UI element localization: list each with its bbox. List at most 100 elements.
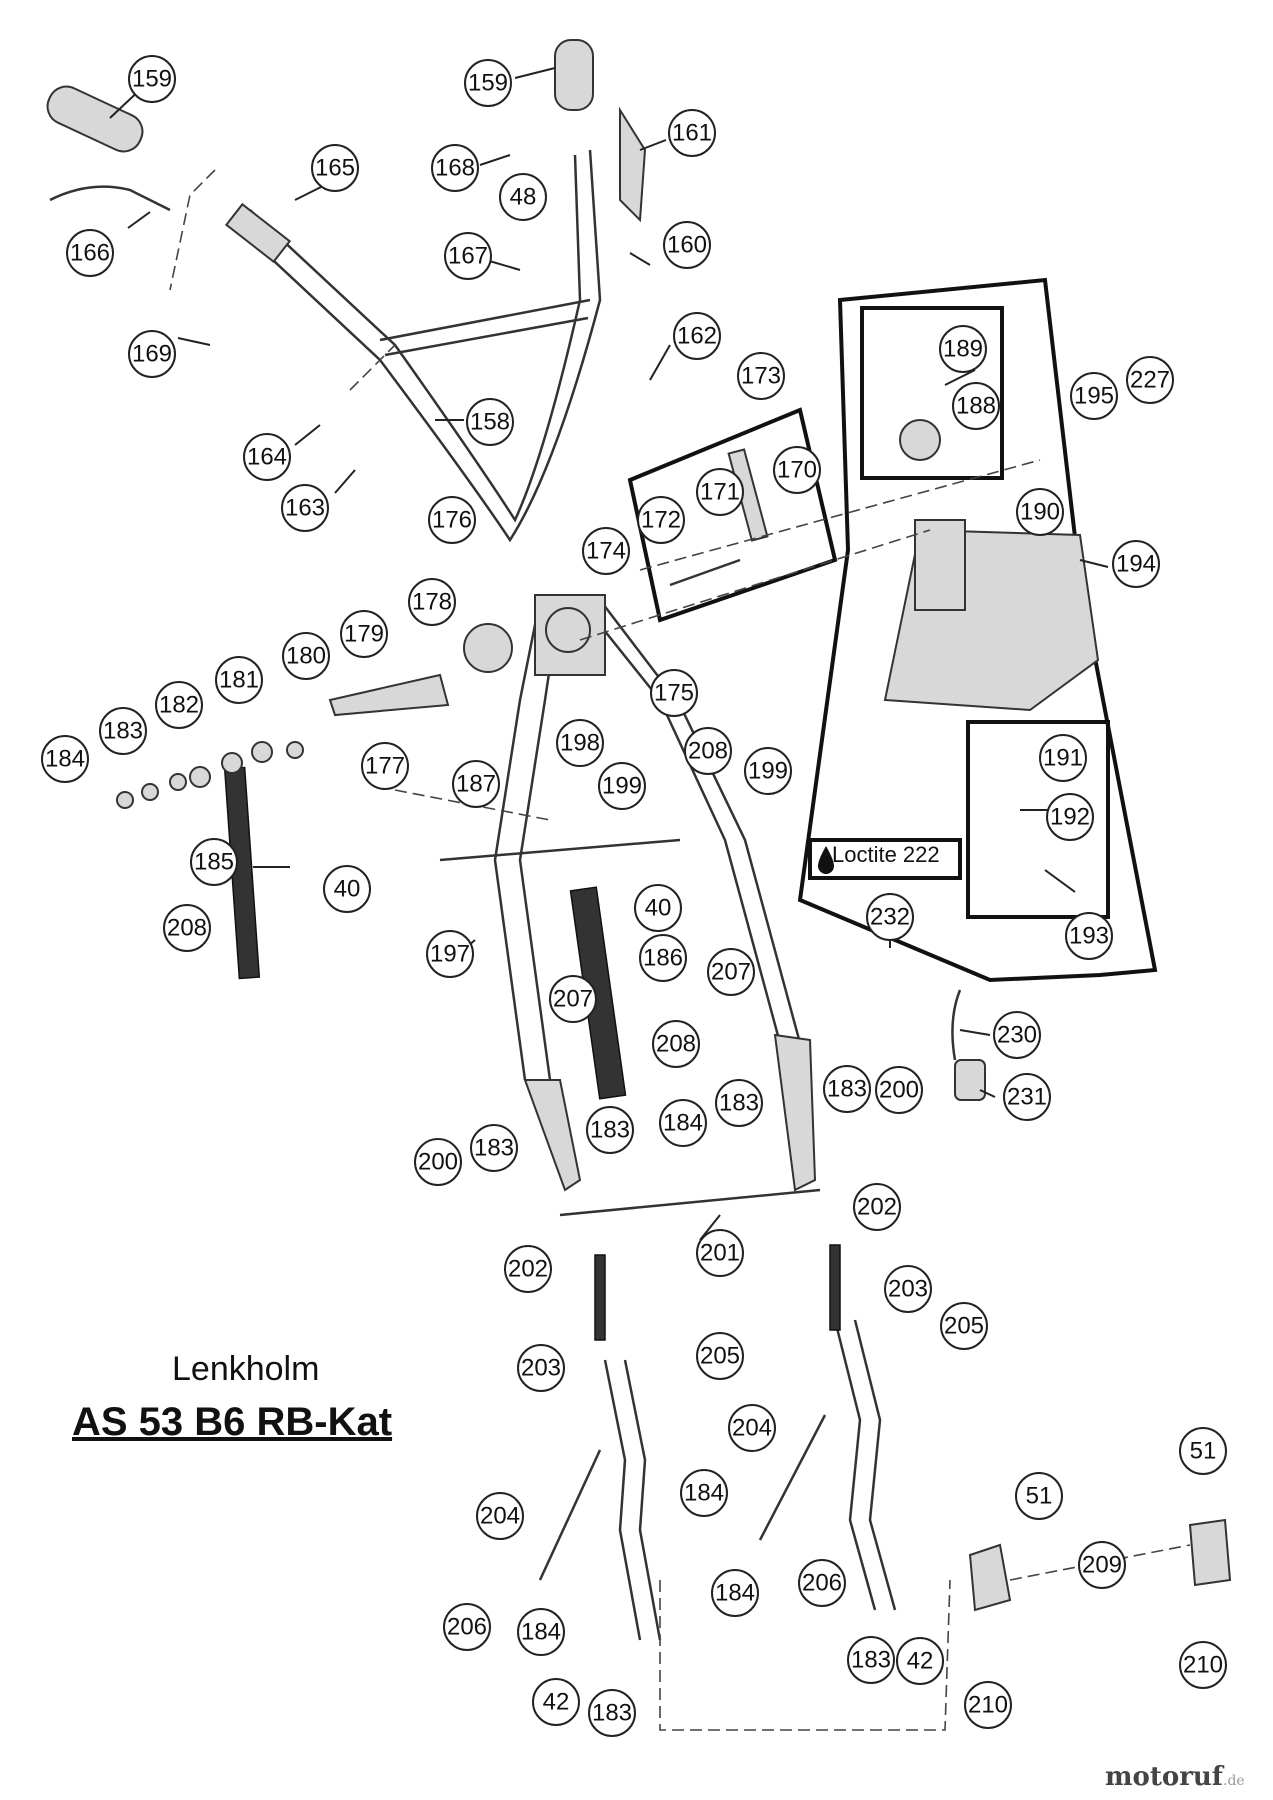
callout: 51 [1179,1427,1227,1475]
callout: 194 [1112,540,1160,588]
svg-text:232: 232 [870,904,910,931]
svg-text:183: 183 [592,1700,632,1727]
svg-text:185: 185 [194,849,234,876]
svg-text:192: 192 [1050,804,1090,831]
grips-levers [46,39,647,223]
svg-text:205: 205 [700,1343,740,1370]
callout: 159 [464,59,512,107]
svg-text:203: 203 [888,1276,928,1303]
svg-text:165: 165 [315,155,355,182]
svg-text:160: 160 [667,232,707,259]
svg-text:166: 166 [70,240,110,267]
handlebar-frame [224,149,602,543]
svg-text:206: 206 [447,1614,487,1641]
svg-text:169: 169 [132,341,172,368]
svg-text:168: 168 [435,155,475,182]
svg-text:51: 51 [1026,1483,1053,1510]
callout: 184 [659,1099,707,1147]
loctite-label: Loctite 222 [808,842,940,868]
callout: 183 [586,1106,634,1154]
callout: 185 [190,838,238,886]
springs [223,766,841,1341]
svg-text:176: 176 [432,507,472,534]
svg-text:208: 208 [656,1031,696,1058]
callout: 167 [444,232,492,280]
callout: 183 [588,1689,636,1737]
svg-text:194: 194 [1116,551,1156,578]
callout: 202 [853,1183,901,1231]
svg-text:162: 162 [677,323,717,350]
svg-text:40: 40 [334,876,361,903]
svg-text:181: 181 [219,667,259,694]
svg-text:208: 208 [688,738,728,765]
callout: 163 [281,484,329,532]
callout: 183 [715,1079,763,1127]
callout: 195 [1070,372,1118,420]
callout: 164 [243,433,291,481]
watermark-tld: .de [1223,1773,1245,1789]
svg-text:158: 158 [470,409,510,436]
callout: 159 [128,55,176,103]
callout: 207 [707,948,755,996]
callout: 182 [155,681,203,729]
callout: 206 [443,1603,491,1651]
callout: 178 [408,578,456,626]
callout: 188 [952,382,1000,430]
svg-text:207: 207 [553,986,593,1013]
svg-text:191: 191 [1043,745,1083,772]
callout: 51 [1015,1472,1063,1520]
svg-text:198: 198 [560,730,600,757]
callout: 40 [634,884,682,932]
callout: 48 [499,173,547,221]
svg-text:204: 204 [732,1415,772,1442]
callout: 190 [1016,488,1064,536]
callout: 191 [1039,734,1087,782]
callout: 210 [1179,1641,1227,1689]
svg-text:188: 188 [956,393,996,420]
callout: 42 [896,1637,944,1685]
svg-text:200: 200 [418,1149,458,1176]
callout: 202 [504,1245,552,1293]
svg-text:186: 186 [643,945,683,972]
svg-text:183: 183 [590,1117,630,1144]
callout: 169 [128,330,176,378]
svg-text:190: 190 [1020,499,1060,526]
callout: 192 [1046,793,1094,841]
lower-brackets [523,1033,897,1641]
svg-text:200: 200 [879,1077,919,1104]
small-parts [116,623,1232,1612]
callout: 200 [414,1138,462,1186]
callout: 184 [517,1608,565,1656]
svg-text:161: 161 [672,120,712,147]
callout: 158 [466,398,514,446]
callout: 174 [582,527,630,575]
callout: 201 [696,1229,744,1277]
svg-text:197: 197 [430,941,470,968]
callout: 179 [340,610,388,658]
svg-text:184: 184 [715,1580,755,1607]
callout: 205 [940,1302,988,1350]
svg-text:184: 184 [45,746,85,773]
callout: 162 [673,312,721,360]
callout: 173 [737,352,785,400]
svg-text:202: 202 [857,1194,897,1221]
callout: 207 [549,975,597,1023]
callout: 183 [823,1065,871,1113]
svg-text:42: 42 [543,1689,570,1716]
callout: 177 [361,742,409,790]
svg-text:177: 177 [365,753,405,780]
diagram-model: AS 53 B6 RB-Kat [72,1400,393,1444]
callout: 193 [1065,912,1113,960]
callout: 168 [431,144,479,192]
svg-text:230: 230 [997,1022,1037,1049]
callout: 199 [744,747,792,795]
svg-text:210: 210 [1183,1652,1223,1679]
svg-text:184: 184 [663,1110,703,1137]
svg-text:183: 183 [719,1090,759,1117]
svg-text:208: 208 [167,915,207,942]
callout: 210 [964,1681,1012,1729]
callout: 175 [650,669,698,717]
callout: 204 [476,1492,524,1540]
svg-text:231: 231 [1007,1084,1047,1111]
